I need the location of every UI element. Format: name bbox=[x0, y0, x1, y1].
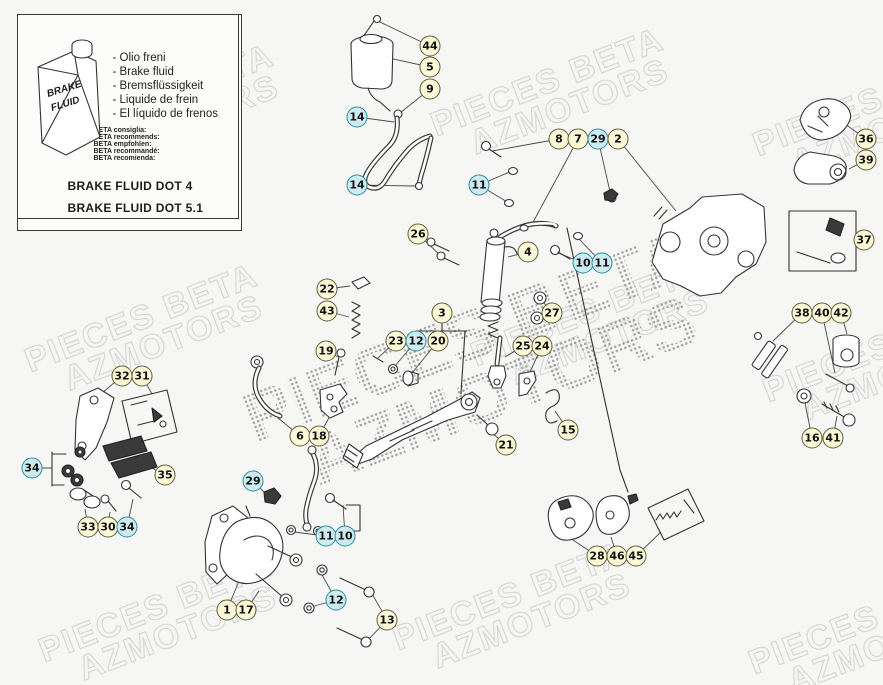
callout-1[interactable]: 1 bbox=[216, 599, 238, 621]
group-bracket-10 bbox=[345, 504, 361, 532]
callout-43[interactable]: 43 bbox=[316, 300, 338, 322]
right-column-parts-drawing bbox=[751, 98, 860, 427]
brake-fluid-info-frame: BRAKE FLUID - Olio freni - Brake fluid -… bbox=[16, 13, 242, 231]
callout-35[interactable]: 35 bbox=[154, 464, 176, 486]
callout-34[interactable]: 34 bbox=[21, 457, 43, 479]
callout-8[interactable]: 8 bbox=[548, 128, 570, 150]
callout-22[interactable]: 22 bbox=[316, 278, 338, 300]
link-line-switch bbox=[566, 227, 629, 493]
callout-3[interactable]: 3 bbox=[431, 302, 453, 324]
callout-36[interactable]: 36 bbox=[855, 128, 877, 150]
callout-12[interactable]: 12 bbox=[325, 589, 347, 611]
callout-9[interactable]: 9 bbox=[419, 78, 441, 100]
callout-14[interactable]: 14 bbox=[346, 106, 368, 128]
callout-28[interactable]: 28 bbox=[586, 545, 608, 567]
callout-11[interactable]: 11 bbox=[315, 525, 337, 547]
callout-21[interactable]: 21 bbox=[495, 434, 517, 456]
switch-kit-drawing bbox=[547, 488, 705, 541]
fluid-name: - Liquide de frein bbox=[112, 93, 199, 106]
recommendation-list: BETA consiglia: BETA recommends: BETA em… bbox=[94, 127, 160, 163]
callout-26[interactable]: 26 bbox=[407, 223, 429, 245]
fluid-name-list: - Olio freni - Brake fluid - Bremsflüssi… bbox=[113, 51, 218, 121]
callout-15[interactable]: 15 bbox=[557, 419, 579, 441]
callout-24[interactable]: 24 bbox=[531, 335, 553, 357]
recommendation: BETA consiglia: bbox=[93, 126, 147, 134]
callout-31[interactable]: 31 bbox=[131, 365, 153, 387]
callout-33[interactable]: 33 bbox=[77, 516, 99, 538]
callout-44[interactable]: 44 bbox=[419, 35, 441, 57]
recommendation: BETA recomienda: bbox=[93, 155, 156, 163]
callout-45[interactable]: 45 bbox=[625, 545, 647, 567]
fluid-reservoir-drawing bbox=[350, 14, 434, 191]
callout-32[interactable]: 32 bbox=[111, 365, 133, 387]
callout-39[interactable]: 39 bbox=[855, 149, 877, 171]
callout-11[interactable]: 11 bbox=[591, 252, 613, 274]
callout-2[interactable]: 2 bbox=[607, 128, 629, 150]
fluid-name: - Bremsflüssigkeit bbox=[112, 79, 204, 92]
callout-29[interactable]: 29 bbox=[587, 128, 609, 150]
callout-30[interactable]: 30 bbox=[97, 516, 119, 538]
recommendation: BETA recommandé: bbox=[93, 148, 160, 156]
callout-7[interactable]: 7 bbox=[567, 128, 589, 150]
callout-19[interactable]: 19 bbox=[315, 340, 337, 362]
callout-34[interactable]: 34 bbox=[116, 516, 138, 538]
dot4-label: BRAKE FLUID DOT 4 bbox=[67, 178, 193, 193]
callout-14[interactable]: 14 bbox=[346, 174, 368, 196]
callout-29[interactable]: 29 bbox=[242, 470, 264, 492]
callout-6[interactable]: 6 bbox=[289, 425, 311, 447]
brake-pedal-drawing bbox=[342, 355, 481, 469]
brake-fluid-bottle-icon: BRAKE FLUID bbox=[36, 38, 101, 156]
rear-caliper-drawing bbox=[651, 193, 767, 297]
callout-4[interactable]: 4 bbox=[517, 241, 539, 263]
callout-16[interactable]: 16 bbox=[801, 427, 823, 449]
callout-13[interactable]: 13 bbox=[376, 609, 398, 631]
rear-brake-line-drawing bbox=[480, 140, 619, 260]
callout-42[interactable]: 42 bbox=[830, 302, 852, 324]
fluid-name: - Brake fluid bbox=[112, 65, 174, 78]
callout-20[interactable]: 20 bbox=[427, 330, 449, 352]
callout-10[interactable]: 10 bbox=[334, 525, 356, 547]
callout-17[interactable]: 17 bbox=[235, 599, 257, 621]
fluid-name: - El líquido de frenos bbox=[112, 107, 218, 120]
brake-fluid-info-box: BRAKE FLUID - Olio freni - Brake fluid -… bbox=[16, 13, 239, 219]
callout-25[interactable]: 25 bbox=[512, 335, 534, 357]
callout-23[interactable]: 23 bbox=[385, 330, 407, 352]
left-caliper-kit-drawing bbox=[61, 387, 178, 512]
callout-12[interactable]: 12 bbox=[405, 330, 427, 352]
callout-40[interactable]: 40 bbox=[811, 302, 833, 324]
callout-27[interactable]: 27 bbox=[541, 302, 563, 324]
rear-master-cylinder-drawing bbox=[426, 228, 560, 436]
recommendation: BETA recommends: bbox=[93, 133, 160, 141]
group-bracket-34 bbox=[51, 451, 67, 487]
callout-38[interactable]: 38 bbox=[791, 302, 813, 324]
front-caliper-drawing bbox=[204, 445, 375, 648]
callout-18[interactable]: 18 bbox=[308, 425, 330, 447]
fluid-name: - Olio freni bbox=[112, 51, 166, 64]
callout-11[interactable]: 11 bbox=[468, 174, 490, 196]
recommendation: BETA empfohlen: bbox=[93, 140, 152, 148]
pedal-hardware-drawing bbox=[250, 276, 371, 419]
callout-37[interactable]: 37 bbox=[853, 229, 875, 251]
callout-46[interactable]: 46 bbox=[606, 545, 628, 567]
callout-10[interactable]: 10 bbox=[572, 252, 594, 274]
dot51-label: BRAKE FLUID DOT 5.1 bbox=[67, 200, 204, 215]
callout-5[interactable]: 5 bbox=[419, 56, 441, 78]
callout-41[interactable]: 41 bbox=[822, 427, 844, 449]
